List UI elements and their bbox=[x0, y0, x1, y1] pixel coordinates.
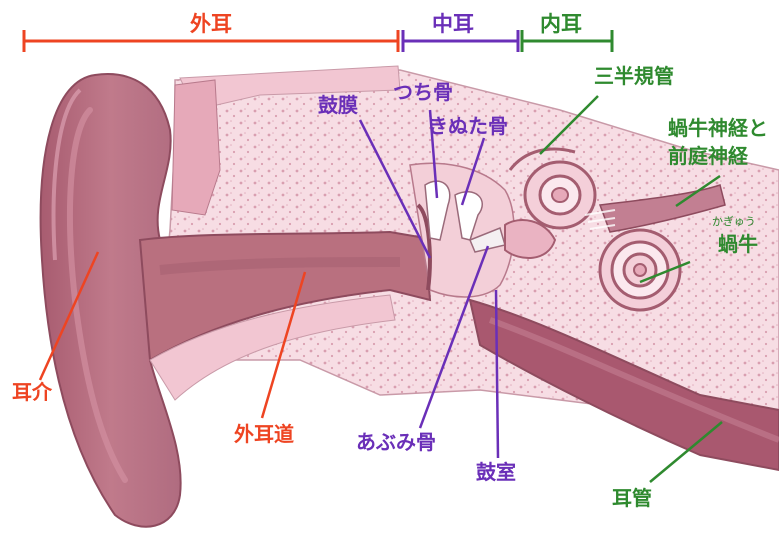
incus-label: きぬた骨 bbox=[428, 116, 508, 136]
cochlea-reading-label: かぎゅう bbox=[712, 216, 756, 227]
tympanic-cavity-label: 鼓室 bbox=[476, 462, 516, 482]
malleus-label: つち骨 bbox=[393, 82, 453, 102]
cochlea-label: 蝸牛 bbox=[718, 234, 758, 254]
eustachian-tube-label: 耳管 bbox=[612, 488, 652, 508]
nerve-label-line1: 蝸牛神経と bbox=[668, 118, 768, 138]
inner-ear-header: 内耳 bbox=[540, 14, 582, 35]
auricle-label: 耳介 bbox=[12, 382, 52, 402]
ear-canal-label: 外耳道 bbox=[234, 424, 294, 444]
nerve-label-line2: 前庭神経 bbox=[668, 146, 748, 166]
outer-ear-header: 外耳 bbox=[190, 14, 232, 35]
middle-ear-header: 中耳 bbox=[432, 14, 474, 35]
eardrum-label: 鼓膜 bbox=[318, 95, 358, 115]
semicircular-canals-label: 三半規管 bbox=[594, 66, 674, 86]
stapes-label: あぶみ骨 bbox=[356, 432, 436, 452]
